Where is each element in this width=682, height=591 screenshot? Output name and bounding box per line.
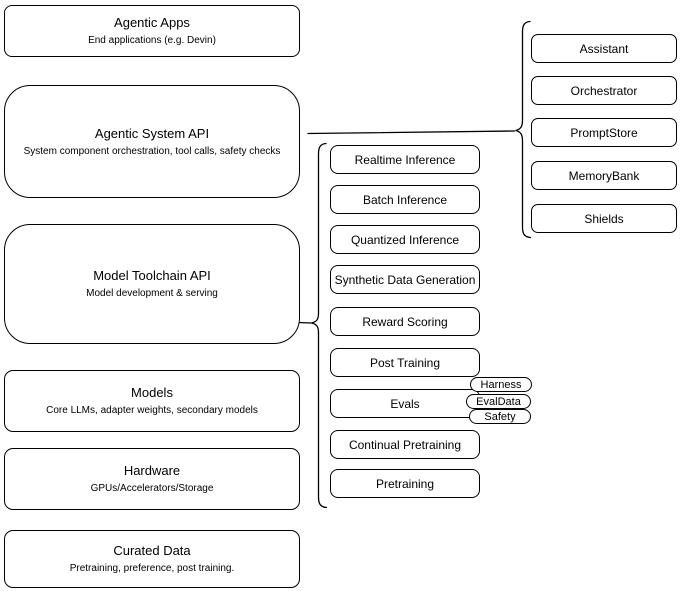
- node-subtitle: Core LLMs, adapter weights, secondary mo…: [46, 405, 258, 416]
- node-synthetic-data-generation: Synthetic Data Generation: [330, 265, 480, 294]
- node-title: Agentic Apps: [114, 15, 190, 30]
- node-models: Models Core LLMs, adapter weights, secon…: [4, 370, 300, 432]
- node-model-toolchain-api: Model Toolchain API Model development & …: [4, 224, 300, 344]
- node-subtitle: End applications (e.g. Devin): [88, 35, 216, 46]
- node-title: Agentic System API: [94, 125, 210, 141]
- node-subtitle: System component orchestration, tool cal…: [23, 145, 281, 157]
- node-agentic-system-api: Agentic System API System component orch…: [4, 85, 300, 198]
- toolchain-connector-line: [297, 321, 312, 324]
- node-subtitle: GPUs/Accelerators/Storage: [90, 483, 214, 494]
- node-agentic-apps: Agentic Apps End applications (e.g. Devi…: [4, 5, 300, 57]
- node-assistant: Assistant: [531, 34, 677, 63]
- node-continual-pretraining: Continual Pretraining: [330, 430, 480, 459]
- node-batch-inference: Batch Inference: [330, 185, 480, 214]
- node-curated-data: Curated Data Pretraining, preference, po…: [4, 530, 300, 588]
- node-title: Models: [131, 385, 173, 400]
- toolchain-brace: [311, 142, 328, 509]
- node-safety: Safety: [469, 409, 531, 424]
- node-title: Hardware: [123, 463, 181, 478]
- node-evaldata: EvalData: [466, 394, 531, 409]
- node-harness: Harness: [470, 377, 532, 392]
- node-orchestrator: Orchestrator: [531, 76, 677, 105]
- node-title: Model Toolchain API: [93, 268, 211, 283]
- node-shields: Shields: [531, 204, 677, 233]
- node-subtitle: Model development & serving: [86, 288, 218, 299]
- node-promptstore: PromptStore: [531, 118, 677, 147]
- system-components-brace: [515, 20, 532, 239]
- node-evals: Evals: [330, 389, 480, 418]
- node-memorybank: MemoryBank: [531, 161, 677, 190]
- node-quantized-inference: Quantized Inference: [330, 225, 480, 254]
- node-reward-scoring: Reward Scoring: [330, 307, 480, 336]
- node-pretraining: Pretraining: [330, 469, 480, 498]
- system-api-connector-line: [307, 130, 516, 135]
- node-hardware: Hardware GPUs/Accelerators/Storage: [4, 448, 300, 510]
- node-realtime-inference: Realtime Inference: [330, 145, 480, 174]
- node-title: Curated Data: [113, 543, 191, 558]
- node-post-training: Post Training: [330, 348, 480, 377]
- node-subtitle: Pretraining, preference, post training.: [69, 563, 235, 574]
